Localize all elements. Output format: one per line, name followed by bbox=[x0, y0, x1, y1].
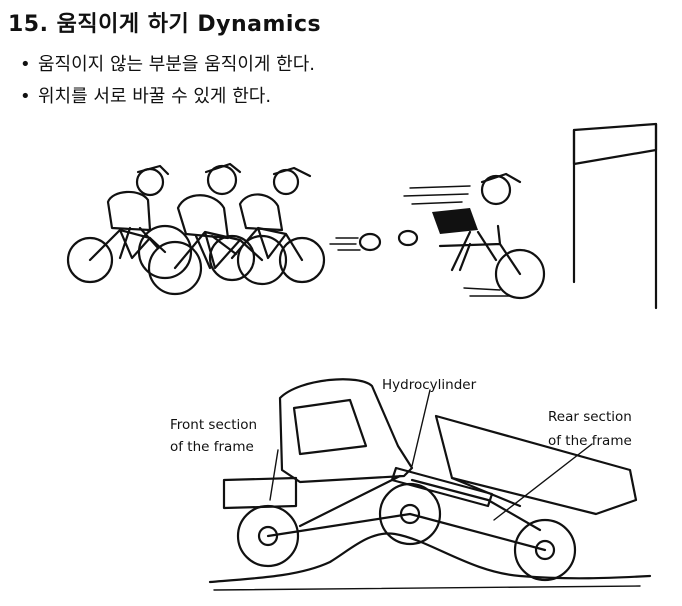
cyclist-3 bbox=[208, 166, 326, 284]
hydrocylinder-label: Hydrocylinder bbox=[382, 377, 477, 393]
bullet-text: 위치를 서로 바꿀 수 있게 한다. bbox=[38, 86, 272, 107]
articulated-vehicle-illustration bbox=[208, 378, 652, 591]
finish-line-post bbox=[572, 122, 658, 310]
hydrocylinder bbox=[390, 466, 494, 508]
page-title: 15. 움직이게 하기 Dynamics bbox=[8, 12, 322, 37]
frame-linkage bbox=[266, 474, 547, 552]
front-section-label-line-1: Front section bbox=[170, 417, 258, 433]
front-section-label-line-2: of the frame bbox=[170, 439, 254, 455]
cyclists-race-illustration bbox=[66, 122, 658, 310]
bullet-text: 움직이지 않는 부분을 움직이게 한다. bbox=[38, 54, 316, 75]
racing-cyclist bbox=[329, 172, 546, 300]
bullet-dot: • bbox=[20, 86, 31, 107]
rear-section-label-line-2: of the frame bbox=[548, 433, 632, 449]
cyclist-2 bbox=[147, 162, 288, 296]
ground-terrain bbox=[208, 532, 652, 584]
front-wheel bbox=[236, 504, 300, 568]
bullet-item: • 움직이지 않는 부분을 움직이게 한다. bbox=[20, 52, 315, 84]
bullet-dot: • bbox=[20, 54, 31, 75]
front-cab bbox=[278, 378, 414, 484]
rear-section-label-line-1: Rear section bbox=[548, 409, 632, 425]
rear-wheel bbox=[513, 518, 577, 582]
cyclist-1 bbox=[66, 164, 193, 284]
bullet-list: • 움직이지 않는 부분을 움직이게 한다. • 위치를 서로 바꿀 수 있게 한다… bbox=[20, 52, 315, 116]
rear-dump-body bbox=[434, 414, 638, 516]
bullet-item: • 위치를 서로 바꿀 수 있게 한다. bbox=[20, 84, 315, 116]
